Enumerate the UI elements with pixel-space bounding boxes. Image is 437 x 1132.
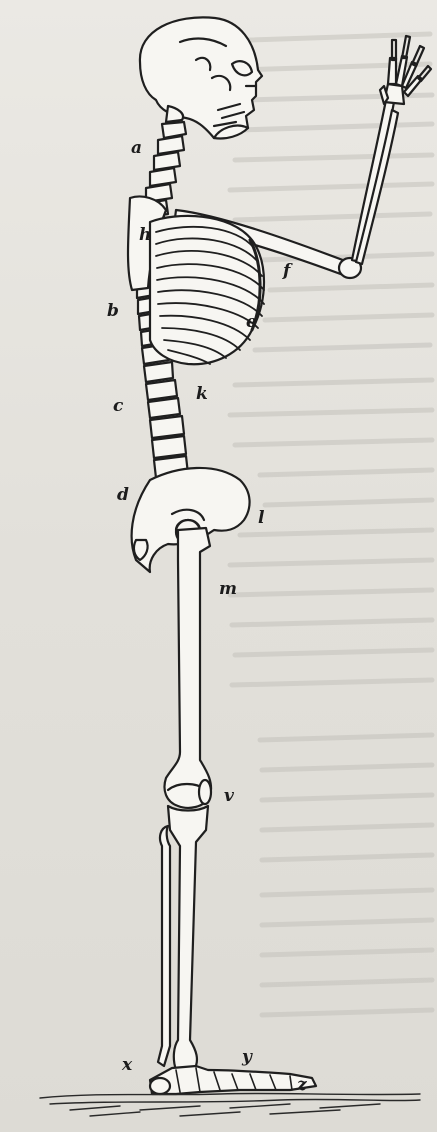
label-b: b <box>107 303 119 320</box>
label-k: k <box>196 386 208 403</box>
label-x: x <box>122 1057 132 1074</box>
label-l: l <box>258 510 264 527</box>
label-f: f <box>283 263 290 280</box>
label-z: z <box>297 1077 307 1094</box>
foot <box>150 1066 316 1094</box>
ground <box>40 1093 420 1116</box>
label-a: a <box>131 140 142 157</box>
label-v: v <box>224 788 234 805</box>
label-c: c <box>113 398 123 415</box>
femur <box>165 520 212 808</box>
patella <box>199 780 211 804</box>
tibia-fibula <box>158 806 208 1070</box>
rib-cage <box>150 216 264 364</box>
label-y: y <box>242 1049 252 1066</box>
label-h: h <box>139 227 151 244</box>
skull <box>140 17 262 138</box>
label-m: m <box>219 581 237 598</box>
label-e: e <box>246 314 257 331</box>
label-d: d <box>117 487 129 504</box>
